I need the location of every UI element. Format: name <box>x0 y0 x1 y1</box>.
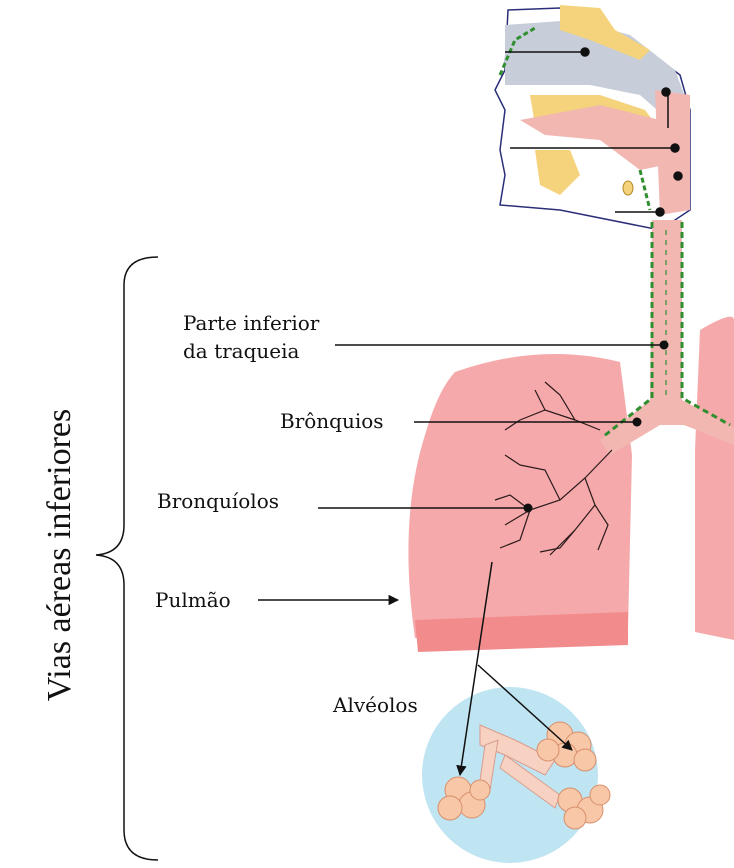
lung-label: Pulmão <box>155 588 231 612</box>
trachea-pointer-dot <box>660 341 669 350</box>
alveoli-label: Alvéolos <box>332 693 418 717</box>
trachea-label-line2: da traqueia <box>183 339 300 363</box>
bronchioles-label: Bronquíolos <box>157 489 279 513</box>
bronchioles-pointer-dot <box>524 504 533 513</box>
head-illustration <box>495 5 690 230</box>
right-lung <box>695 317 734 640</box>
bronchi-pointer-dot <box>633 418 642 427</box>
section-bracket <box>96 257 158 860</box>
bronchi-label: Brônquios <box>280 409 384 433</box>
alveoli-cluster <box>422 687 610 863</box>
section-label: Vias aéreas inferiores <box>41 409 78 701</box>
trachea-label-line1: Parte inferior <box>183 311 320 335</box>
